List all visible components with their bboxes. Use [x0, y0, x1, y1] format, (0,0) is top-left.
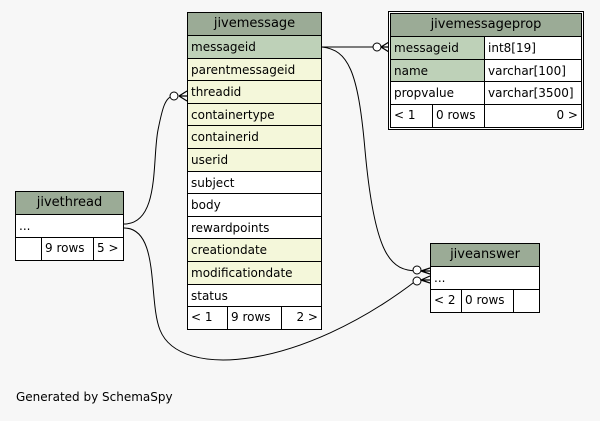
column-status: status: [188, 284, 321, 308]
table-title[interactable]: jivemessageprop: [391, 14, 581, 37]
column-name: messageid: [391, 37, 485, 59]
column-threadid: threadid: [188, 81, 321, 104]
column-type: varchar[3500]: [485, 82, 581, 104]
column-parentmessageid: parentmessageid: [188, 58, 321, 82]
crowfoot-prop: [380, 41, 390, 53]
column-modificationdate: modificationdate: [188, 261, 321, 285]
column-rewardpoints: rewardpoints: [188, 216, 321, 240]
table-jiveanswer[interactable]: jiveanswer ... < 2 0 rows: [430, 243, 540, 313]
column-type: int8[19]: [485, 37, 581, 59]
column-creationdate: creationdate: [188, 239, 321, 262]
table-footer: 9 rows 5 >: [16, 237, 123, 260]
crowfoot-message-threadid: [178, 90, 188, 102]
column-ellipsis: ...: [16, 215, 123, 238]
crowfoot-answer-a: [420, 267, 431, 275]
edge-thread-answer: [123, 227, 418, 361]
column-userid: userid: [188, 148, 321, 172]
column-name: propvalue: [391, 82, 485, 104]
children-link[interactable]: 2 >: [296, 310, 318, 325]
row-count: 0 rows: [462, 289, 514, 312]
column-containerid: containerid: [188, 126, 321, 149]
column-name: name: [391, 59, 485, 82]
column-type: varchar[100]: [485, 59, 581, 82]
table-title[interactable]: jiveanswer: [431, 244, 539, 267]
children-link[interactable]: 5 >: [97, 240, 119, 255]
children-link[interactable]: 0 >: [556, 107, 578, 122]
parents-link[interactable]: < 2: [431, 289, 462, 312]
optional-marker-answer-b: [412, 276, 422, 286]
table-footer: < 1 9 rows 2 >: [188, 307, 321, 330]
row-count: 9 rows: [42, 237, 94, 260]
edge-thread-message: [123, 95, 175, 225]
crowfoot-answer-b: [420, 275, 431, 284]
optional-marker-prop: [372, 42, 382, 52]
optional-marker-threadid: [169, 91, 179, 101]
table-title[interactable]: jivemessage: [188, 13, 321, 36]
column-ellipsis: ...: [431, 267, 539, 290]
column-messageid: messageid: [188, 36, 321, 59]
optional-marker-answer-a: [412, 265, 422, 275]
parents-link[interactable]: < 1: [188, 307, 228, 330]
column-subject: subject: [188, 171, 321, 195]
table-footer: < 1 0 rows 0 >: [391, 104, 581, 127]
parents-link[interactable]: < 1: [391, 104, 433, 127]
table-footer: < 2 0 rows: [431, 289, 539, 312]
generator-caption: Generated by SchemaSpy: [16, 390, 173, 404]
children-link[interactable]: [514, 290, 539, 312]
row-count: 9 rows: [228, 307, 282, 330]
table-title[interactable]: jivethread: [16, 192, 123, 215]
edge-message-answer: [321, 46, 418, 272]
row-count: 0 rows: [433, 104, 485, 127]
parents-link[interactable]: [16, 237, 42, 260]
column-containertype: containertype: [188, 103, 321, 127]
column-body: body: [188, 194, 321, 217]
table-jivethread[interactable]: jivethread ... 9 rows 5 >: [15, 191, 124, 261]
